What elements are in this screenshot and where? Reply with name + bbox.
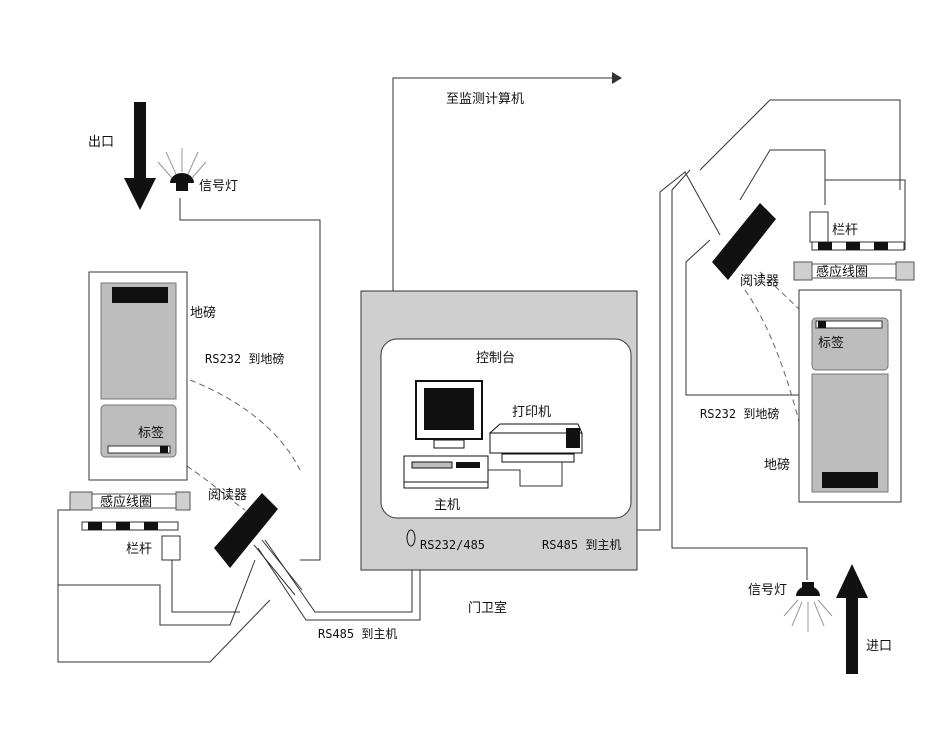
to-monitor-label: 至监测计算机 xyxy=(446,92,524,107)
entry-label: 进口 xyxy=(866,639,892,654)
left-rs485-label: RS485 到主机 xyxy=(318,627,397,641)
wiring xyxy=(57,72,906,663)
console-label: 控制台 xyxy=(476,351,515,366)
right-rs232-label: RS232 到地磅 xyxy=(700,406,779,421)
printer-cable xyxy=(488,462,563,487)
monitor-arrow-icon xyxy=(612,72,622,84)
right-weighbridge xyxy=(798,289,902,503)
left-induction-coil xyxy=(69,491,191,511)
left-rs232-dash xyxy=(189,379,301,471)
right-barrier-wire xyxy=(739,149,826,205)
left-tag-label: 标签 xyxy=(138,425,164,441)
right-barrier-wire-2 xyxy=(825,179,906,250)
left-reader-label: 阅读器 xyxy=(208,488,247,503)
right-signal-light-label: 信号灯 xyxy=(748,583,787,598)
left-signal-light-label: 信号灯 xyxy=(199,179,238,194)
right-scale-label: 地磅 xyxy=(764,457,790,473)
left-barrier-label: 栏杆 xyxy=(126,542,152,557)
right-light-wire xyxy=(671,169,808,580)
left-rs232-label: RS232 到地磅 xyxy=(205,351,284,366)
right-signal-light-icon xyxy=(783,582,833,632)
right-barrier xyxy=(809,211,905,251)
host-label: 主机 xyxy=(434,498,460,513)
printer xyxy=(488,423,583,463)
right-rs485-label: RS485 到主机 xyxy=(542,538,621,552)
left-weighbridge xyxy=(88,271,188,481)
left-barrier-wire xyxy=(58,559,256,626)
left-reader xyxy=(214,493,303,596)
left-barrier xyxy=(81,521,181,561)
monitor-link-line xyxy=(392,77,612,355)
right-induction-coil xyxy=(793,261,915,281)
exit-label: 出口 xyxy=(88,135,114,150)
right-rs232-wire xyxy=(685,239,800,396)
left-barrier-wire-2 xyxy=(171,560,240,613)
host-computer xyxy=(403,380,489,489)
interface-port-icon xyxy=(406,529,416,547)
right-barrier-label: 栏杆 xyxy=(832,223,858,238)
printer-label: 打印机 xyxy=(512,405,551,420)
guard-room-label: 门卫室 xyxy=(468,600,507,616)
left-rs485-wire-2 xyxy=(257,530,421,621)
left-scale-label: 地磅 xyxy=(190,305,216,321)
right-frame-wire xyxy=(699,99,901,190)
right-reader xyxy=(712,203,776,280)
right-tag-label: 标签 xyxy=(818,335,844,351)
left-signal-light-icon xyxy=(157,148,207,191)
right-coil-label: 感应线圈 xyxy=(816,264,868,280)
rs232-485-label: RS232/485 xyxy=(420,538,485,552)
entry-arrow-icon xyxy=(836,564,868,674)
left-outer-wire xyxy=(57,509,271,663)
right-reader-label: 阅读器 xyxy=(740,274,779,289)
left-rs485-wire xyxy=(264,530,413,613)
exit-arrow-icon xyxy=(124,102,156,210)
left-coil-label: 感应线圈 xyxy=(100,494,152,510)
left-light-wire xyxy=(179,198,321,561)
